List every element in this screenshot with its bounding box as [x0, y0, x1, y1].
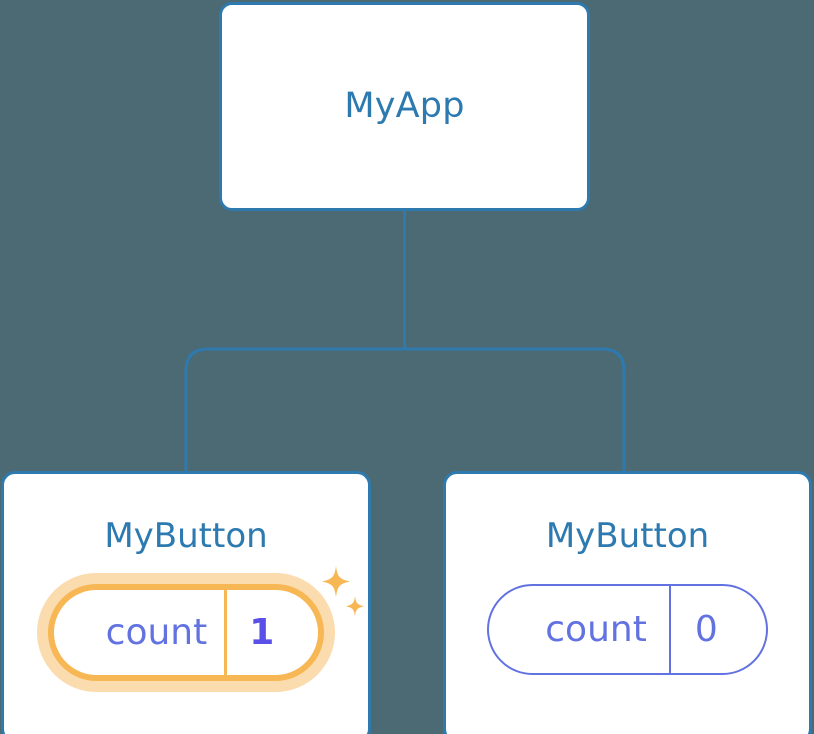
- state-pill-left[interactable]: count 1: [47, 584, 325, 681]
- state-pill-left-holder: count 1: [47, 566, 365, 681]
- state-divider-right: [668, 586, 671, 673]
- sparkle-large-icon: [322, 566, 351, 597]
- state-value-right: 0: [694, 608, 718, 650]
- node-mybutton-left[interactable]: MyButton count 1: [1, 471, 371, 734]
- state-pill-left-wrap: count 1: [4, 566, 368, 681]
- branch-bracket: [184, 347, 626, 472]
- state-pill-right-holder: count 0: [487, 584, 768, 675]
- node-myapp-title: MyApp: [344, 86, 465, 126]
- state-key-right: count: [545, 608, 647, 650]
- state-divider-left: [224, 590, 228, 675]
- sparkle-small-icon: [346, 596, 365, 617]
- state-value-left: 1: [249, 611, 275, 653]
- state-key-left: count: [105, 611, 208, 653]
- node-mybutton-right[interactable]: MyButton count 0: [443, 471, 812, 734]
- node-mybutton-right-title: MyButton: [545, 516, 710, 556]
- node-mybutton-left-title: MyButton: [104, 516, 268, 556]
- node-myapp[interactable]: MyApp: [219, 2, 590, 211]
- state-pill-right-wrap: count 0: [446, 584, 809, 675]
- state-pill-right[interactable]: count 0: [487, 584, 768, 675]
